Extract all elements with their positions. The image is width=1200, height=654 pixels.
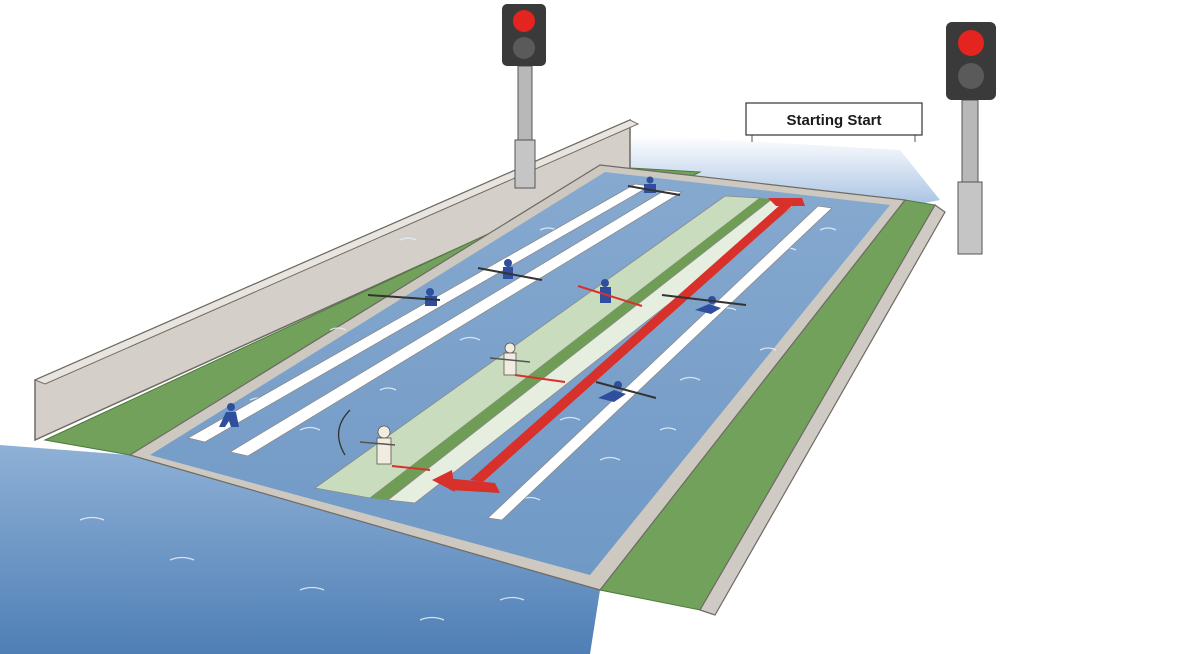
traffic-light-left: [502, 4, 546, 189]
traffic-light-left-red-lamp: [513, 10, 535, 32]
traffic-light-right-red-lamp: [958, 30, 984, 56]
traffic-light-right-off-lamp: [958, 63, 984, 89]
starting-sign: Starting Start: [745, 102, 923, 142]
sign-board: [745, 102, 923, 136]
left-wall-top: [33, 119, 640, 385]
official-center: [489, 342, 566, 383]
athlete-crouching-left: [219, 403, 239, 427]
athlete-center-upper: [577, 279, 643, 307]
traffic-light-right-base: [957, 181, 983, 255]
traffic-light-left-base: [514, 139, 536, 189]
official-near: [359, 425, 431, 471]
right-wall: [699, 204, 946, 616]
athlete-swimmer-lower: [595, 381, 657, 402]
red-arrow-top: [768, 198, 805, 206]
red-arrow-bottom: [445, 478, 500, 493]
sign-label: Starting Start: [786, 112, 881, 129]
traffic-light-left-housing: [502, 4, 546, 66]
athlete-left-lane: [367, 288, 441, 306]
red-arrow-shaft: [470, 205, 793, 482]
red-arrow: [432, 198, 805, 493]
motion-arc: [338, 409, 351, 456]
traffic-light-right-pole: [961, 99, 979, 186]
athlete-paddle-upper: [477, 259, 543, 281]
lane-lines: [186, 183, 833, 521]
traffic-light-left-off-lamp: [513, 37, 535, 59]
athletes: [219, 176, 747, 471]
lane-line-2: [228, 189, 684, 457]
athlete-swimmer-right: [661, 294, 747, 314]
front-water: [0, 445, 600, 654]
traffic-light-left-pole: [517, 65, 533, 147]
traffic-light-right: [946, 22, 996, 255]
athlete-far-end: [627, 176, 681, 196]
red-arrow-head: [432, 470, 455, 492]
center-strip-green: [370, 198, 772, 500]
